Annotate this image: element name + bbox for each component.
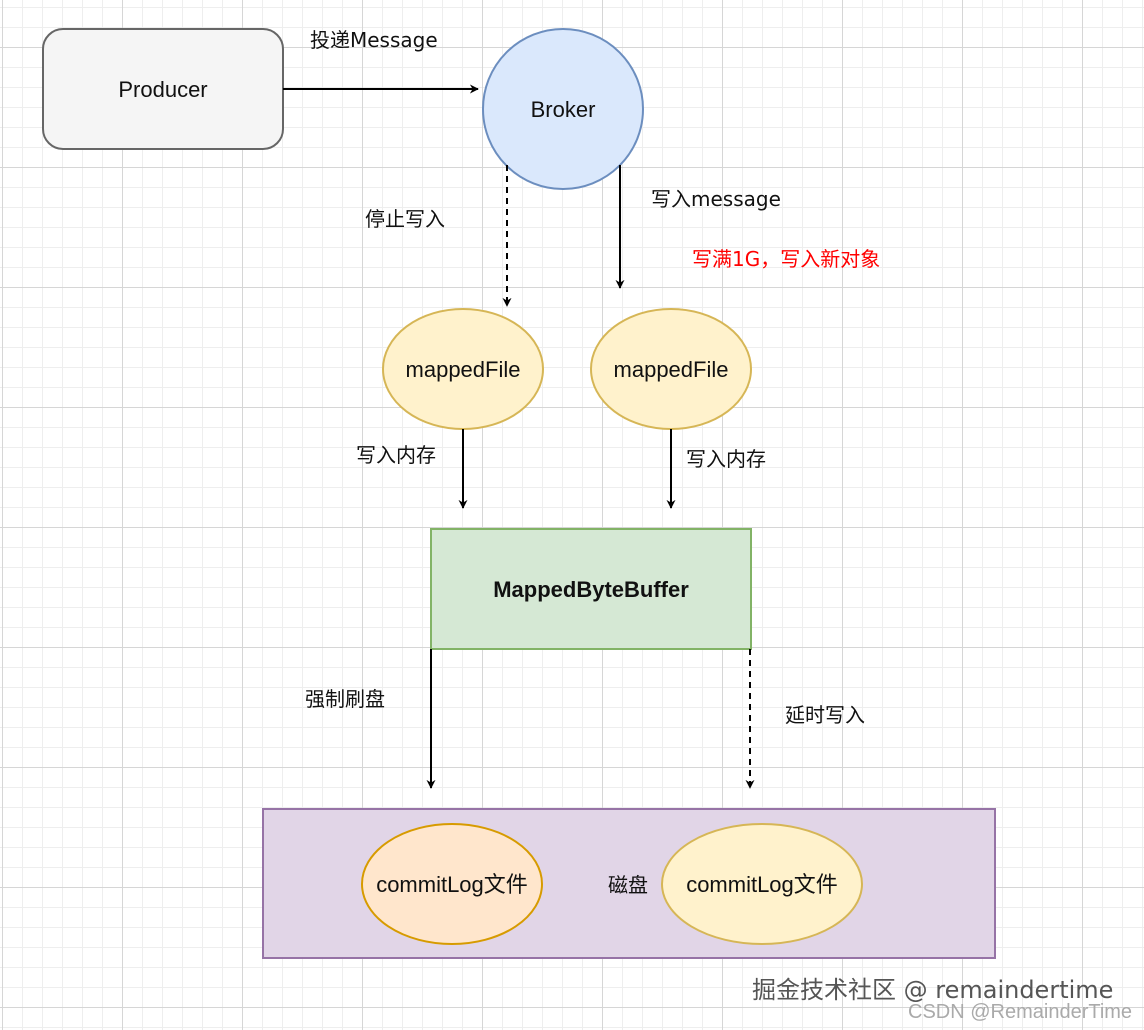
- broker-label: Broker: [531, 97, 596, 122]
- write-message-label: 写入message: [651, 187, 781, 211]
- mapped-file-left-node[interactable]: mappedFile: [382, 308, 544, 430]
- commitlog-left-shape: [361, 823, 543, 945]
- stop-write-label: 停止写入: [365, 207, 445, 231]
- commitlog-right-shape: [661, 823, 863, 945]
- commitlog-right-node[interactable]: commitLog文件: [661, 823, 863, 945]
- producer-label: Producer: [118, 77, 207, 102]
- commitlog-right-label: commitLog文件: [686, 872, 838, 897]
- mapped-byte-buffer-node[interactable]: MappedByteBuffer: [430, 528, 752, 650]
- edge-write-message: 写入message: [615, 165, 781, 289]
- mapped-file-right-node[interactable]: mappedFile: [590, 308, 752, 430]
- producer-node[interactable]: Producer: [42, 28, 284, 150]
- mapped-byte-buffer-label: MappedByteBuffer: [493, 577, 689, 602]
- commitlog-left-node[interactable]: commitLog文件: [361, 823, 543, 945]
- mapped-byte-buffer-shape: [430, 528, 752, 650]
- mapped-file-left-label: mappedFile: [406, 357, 521, 382]
- watermark-juejin: 掘金技术社区 @ remaindertime: [752, 976, 1113, 1004]
- edge-write-memory-left: 写入内存: [356, 429, 468, 509]
- edge-delayed-write: 延时写入: [745, 649, 865, 789]
- write-memory-left-label: 写入内存: [356, 443, 436, 467]
- commitlog-left-label: commitLog文件: [376, 872, 528, 897]
- watermark-csdn: CSDN @RemainderTime: [908, 1001, 1132, 1023]
- write-memory-right-label: 写入内存: [686, 447, 766, 471]
- mapped-file-right-label: mappedFile: [614, 357, 729, 382]
- force-flush-label: 强制刷盘: [305, 687, 385, 711]
- edge-force-flush: 强制刷盘: [305, 649, 436, 789]
- delayed-write-label: 延时写入: [785, 703, 865, 727]
- broker-shape: [482, 28, 644, 190]
- edge-deliver-message: 投递Message: [283, 28, 479, 94]
- full-note-label: 写满1G，写入新对象: [692, 247, 880, 271]
- edge-write-memory-right: 写入内存: [666, 429, 766, 509]
- broker-node[interactable]: Broker: [482, 28, 644, 190]
- edge-stop-write: 停止写入: [365, 165, 512, 307]
- disk-label: 磁盘: [608, 873, 648, 897]
- deliver-message-label: 投递Message: [310, 28, 438, 52]
